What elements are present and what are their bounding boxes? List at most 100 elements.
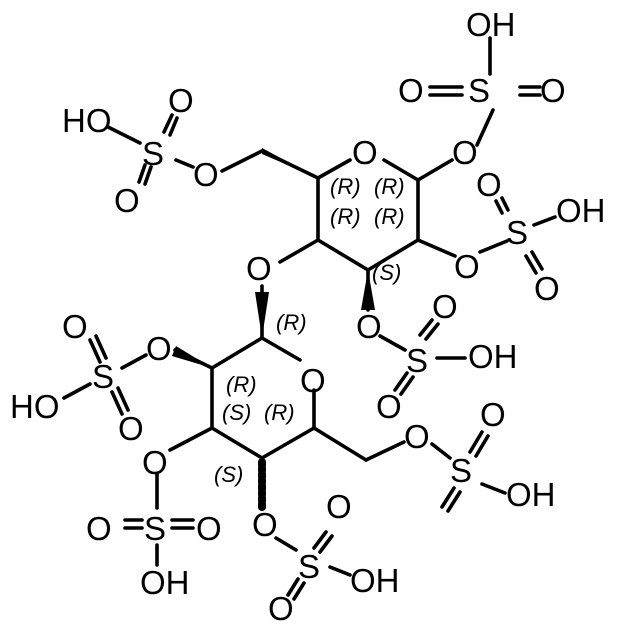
atom-label: O [398, 72, 424, 109]
atom-label: O [300, 362, 326, 399]
wedge-bond [361, 270, 375, 310]
atom-label: O [193, 156, 219, 193]
atom-label: O [86, 510, 112, 547]
atom-label: S [450, 452, 472, 489]
bond [364, 440, 406, 462]
atom-label: S [468, 72, 490, 109]
bond [260, 426, 316, 460]
atom-labels: HO S O O O O OH O S O O O S OH O O O O S… [10, 6, 606, 627]
bond [399, 375, 415, 396]
bond [260, 336, 302, 362]
bond [316, 238, 370, 272]
atom-label: O [146, 330, 172, 367]
atom-label: O [480, 396, 506, 433]
atom-label: O [540, 72, 566, 109]
stereo-label: (R) [374, 174, 405, 199]
bond [530, 250, 544, 271]
atom-label: O [476, 166, 502, 203]
bond [418, 318, 434, 337]
atom-label: O [196, 510, 222, 547]
atom-label: O [454, 248, 480, 285]
stereo-label: (S) [214, 462, 243, 487]
atom-label: OH [466, 6, 516, 43]
wedge-bonds [172, 148, 375, 512]
atom-label: OH [468, 338, 518, 375]
atom-label: O [252, 506, 278, 543]
atom-label: S [144, 510, 166, 547]
bond [440, 486, 456, 509]
atom-label: O [118, 410, 144, 447]
bond [143, 165, 153, 186]
bond [378, 334, 407, 352]
wedge-bond [172, 346, 212, 368]
bond [316, 158, 352, 180]
bond [382, 158, 420, 182]
atom-label: O [352, 134, 378, 171]
stereo-label: (R) [264, 400, 295, 425]
bond [328, 565, 352, 577]
bond [137, 163, 147, 184]
bond [88, 338, 102, 364]
atom-label: O [452, 134, 478, 171]
stereo-label: (S) [372, 260, 401, 285]
bond [532, 215, 557, 227]
bond [94, 334, 108, 360]
bond [106, 125, 142, 145]
bond [478, 239, 509, 254]
atom-label: S [406, 342, 428, 379]
stereo-label: (R) [330, 204, 361, 229]
atom-label: O [142, 444, 168, 481]
bond [312, 530, 328, 550]
atom-label: O [246, 250, 272, 287]
bond [110, 390, 124, 416]
atom-label: S [506, 214, 528, 251]
stereo-label: (R) [276, 310, 307, 335]
atom-label: O [534, 270, 560, 307]
bond [318, 534, 334, 554]
atom-label: OH [140, 564, 190, 601]
atom-label: S [298, 548, 320, 585]
bond [424, 322, 440, 341]
bond [474, 434, 490, 458]
atom-label: HO [62, 102, 112, 139]
bonds [62, 36, 557, 601]
atom-label: O [326, 488, 352, 525]
bond [312, 426, 368, 462]
bond [500, 196, 510, 212]
atom-label: S [92, 358, 114, 395]
bond [416, 158, 454, 182]
bond [446, 490, 462, 513]
atom-label: O [376, 388, 402, 425]
bond [168, 426, 214, 452]
bond [62, 382, 92, 400]
wedge-bond [255, 292, 269, 338]
atom-label: OH [556, 192, 606, 229]
atom-label: O [356, 308, 382, 345]
bond [480, 482, 507, 495]
bond [116, 386, 130, 412]
stereo-label: (R) [226, 372, 257, 397]
bond [210, 426, 264, 460]
atom-label: O [432, 288, 458, 325]
bond [393, 371, 409, 392]
stereo-labels: (R) (R) (R) (R) (S) (R) (R) (S) (R) (S) [214, 174, 405, 487]
atom-label: O [114, 182, 140, 219]
atom-label: OH [506, 476, 556, 513]
bond [274, 536, 298, 552]
stereo-label: (R) [330, 174, 361, 199]
atom-label: O [404, 418, 430, 455]
bond [210, 336, 264, 370]
atom-label: O [168, 82, 194, 119]
bond [292, 581, 306, 601]
atom-label: O [268, 590, 294, 627]
bond [120, 353, 148, 370]
bond [366, 238, 420, 272]
bond [416, 238, 457, 258]
atom-label: HO [10, 388, 60, 425]
atom-label: S [142, 135, 164, 172]
wedge-bond [262, 148, 318, 178]
stereo-label: (S) [222, 400, 251, 425]
atom-label: O [62, 308, 88, 345]
bond [494, 199, 504, 215]
